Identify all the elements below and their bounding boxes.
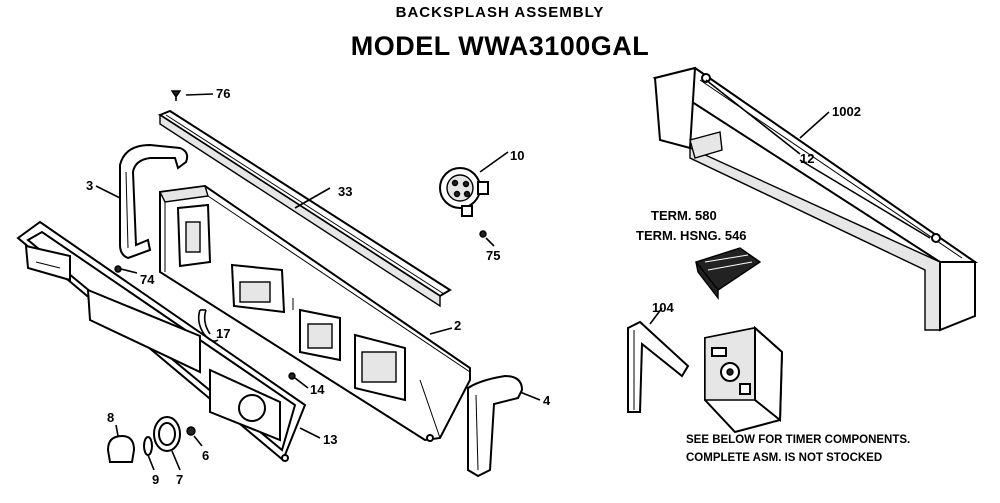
part-7-dial — [153, 416, 181, 471]
callout-14: 14 — [310, 382, 325, 397]
callout-10: 10 — [510, 148, 524, 163]
term-label: TERM. 580 — [651, 208, 717, 223]
callout-74: 74 — [140, 272, 155, 287]
part-4-end-cap — [467, 374, 524, 478]
part-13-front-panel — [16, 220, 307, 462]
callout-1002: 1002 — [832, 104, 861, 119]
callout-2: 2 — [454, 318, 461, 333]
callout-75: 75 — [486, 248, 500, 263]
leader-lines — [95, 79, 931, 439]
callout-3: 3 — [86, 178, 93, 193]
part-9-clip — [143, 436, 155, 471]
callout-4: 4 — [543, 393, 551, 408]
part-75-screw — [479, 230, 495, 247]
part-74-screw — [114, 265, 138, 274]
callout-104: 104 — [652, 300, 674, 315]
part-33-rail — [157, 109, 452, 308]
callout-17: 17 — [216, 326, 230, 341]
callout-8: 8 — [107, 410, 114, 425]
part-1002-top-cover — [652, 66, 979, 332]
part-76-screw — [170, 90, 214, 101]
part-10-switch — [439, 167, 489, 217]
timer-assembly — [704, 325, 784, 434]
timer-note-line1: SEE BELOW FOR TIMER COMPONENTS. — [686, 434, 910, 446]
part-14-screw — [288, 372, 309, 389]
callout-76: 76 — [216, 86, 230, 101]
term-housing-label: TERM. HSNG. 546 — [636, 228, 747, 243]
callout-6: 6 — [202, 448, 209, 463]
callout-12: 12 — [800, 151, 814, 166]
assembly-subtitle: BACKSPLASH ASSEMBLY — [396, 4, 605, 21]
part-104-bracket — [627, 307, 690, 413]
part-8-knob — [106, 424, 136, 463]
model-title: MODEL WWA3100GAL — [351, 31, 650, 61]
callout-7: 7 — [176, 472, 183, 487]
callout-labels: 76 3 33 10 75 74 17 2 14 4 13 8 9 7 6 10… — [86, 86, 861, 487]
timer-note-line2: COMPLETE ASM. IS NOT STOCKED — [686, 452, 882, 464]
part-3-bracket — [119, 143, 189, 260]
part-17-harness — [197, 309, 219, 342]
terminal-housing-block — [694, 247, 762, 301]
part-2-backsplash-body — [158, 184, 471, 442]
callout-9: 9 — [152, 472, 159, 487]
callout-33: 33 — [338, 184, 352, 199]
callout-13: 13 — [323, 432, 337, 447]
part-6-screw — [186, 426, 203, 447]
